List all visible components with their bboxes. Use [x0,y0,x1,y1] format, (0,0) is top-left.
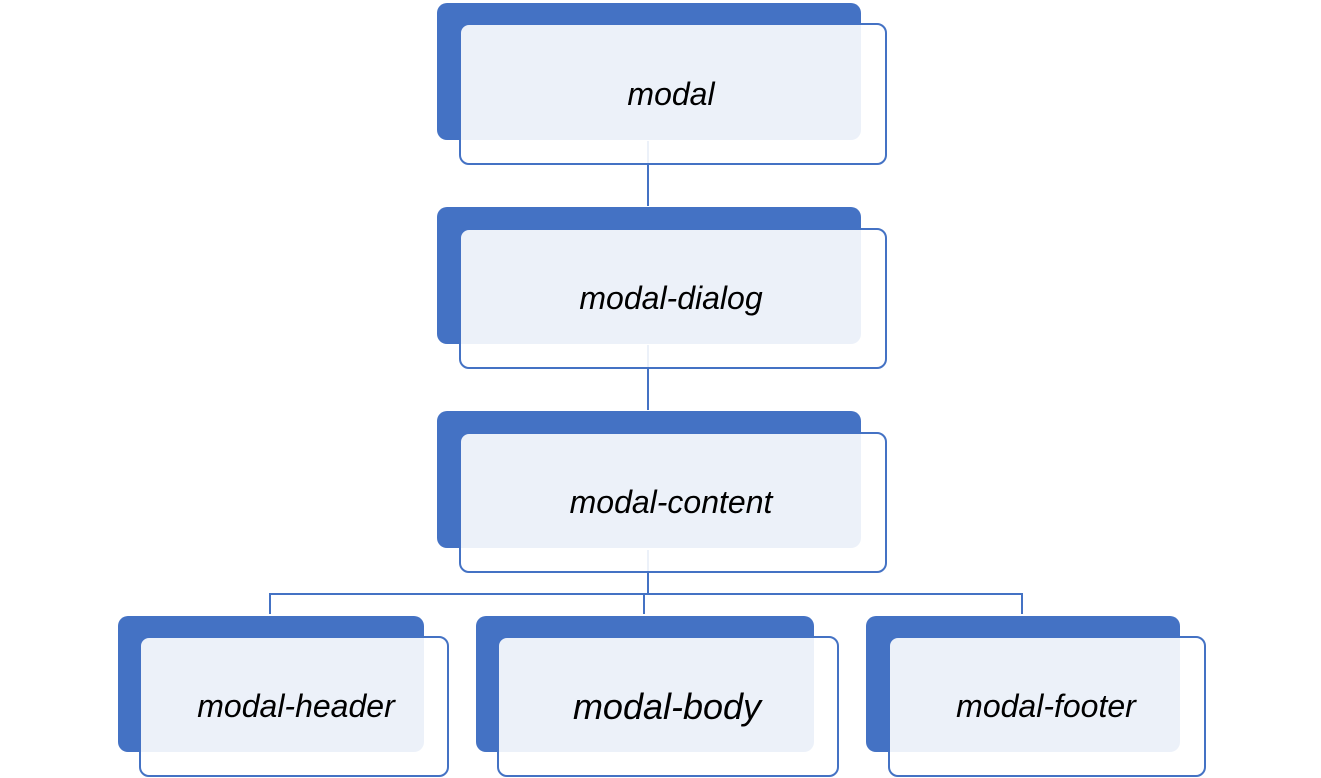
node-modal-content: modal-content [437,411,887,573]
node-modal-dialog: modal-dialog [437,207,887,369]
node-modal-body-box: modal-body [497,636,839,777]
node-modal-content-label: modal-content [569,484,773,520]
node-modal-footer-label: modal-footer [956,688,1136,724]
node-modal-label: modal [627,75,715,112]
node-modal-body-label: modal-body [572,685,762,727]
node-modal-box: modal [459,23,887,165]
node-modal-header-label: modal-header [197,688,395,724]
node-modal-footer: modal-footer [866,616,1207,778]
node-modal-header-box: modal-header [139,636,449,777]
node-modal-body: modal-body [476,616,840,778]
node-modal: modal [437,3,887,165]
node-modal-content-box: modal-content [459,432,887,573]
node-modal-dialog-box: modal-dialog [459,228,887,369]
node-modal-dialog-label: modal-dialog [579,280,763,316]
node-modal-header: modal-header [118,616,450,778]
node-modal-footer-box: modal-footer [888,636,1206,777]
